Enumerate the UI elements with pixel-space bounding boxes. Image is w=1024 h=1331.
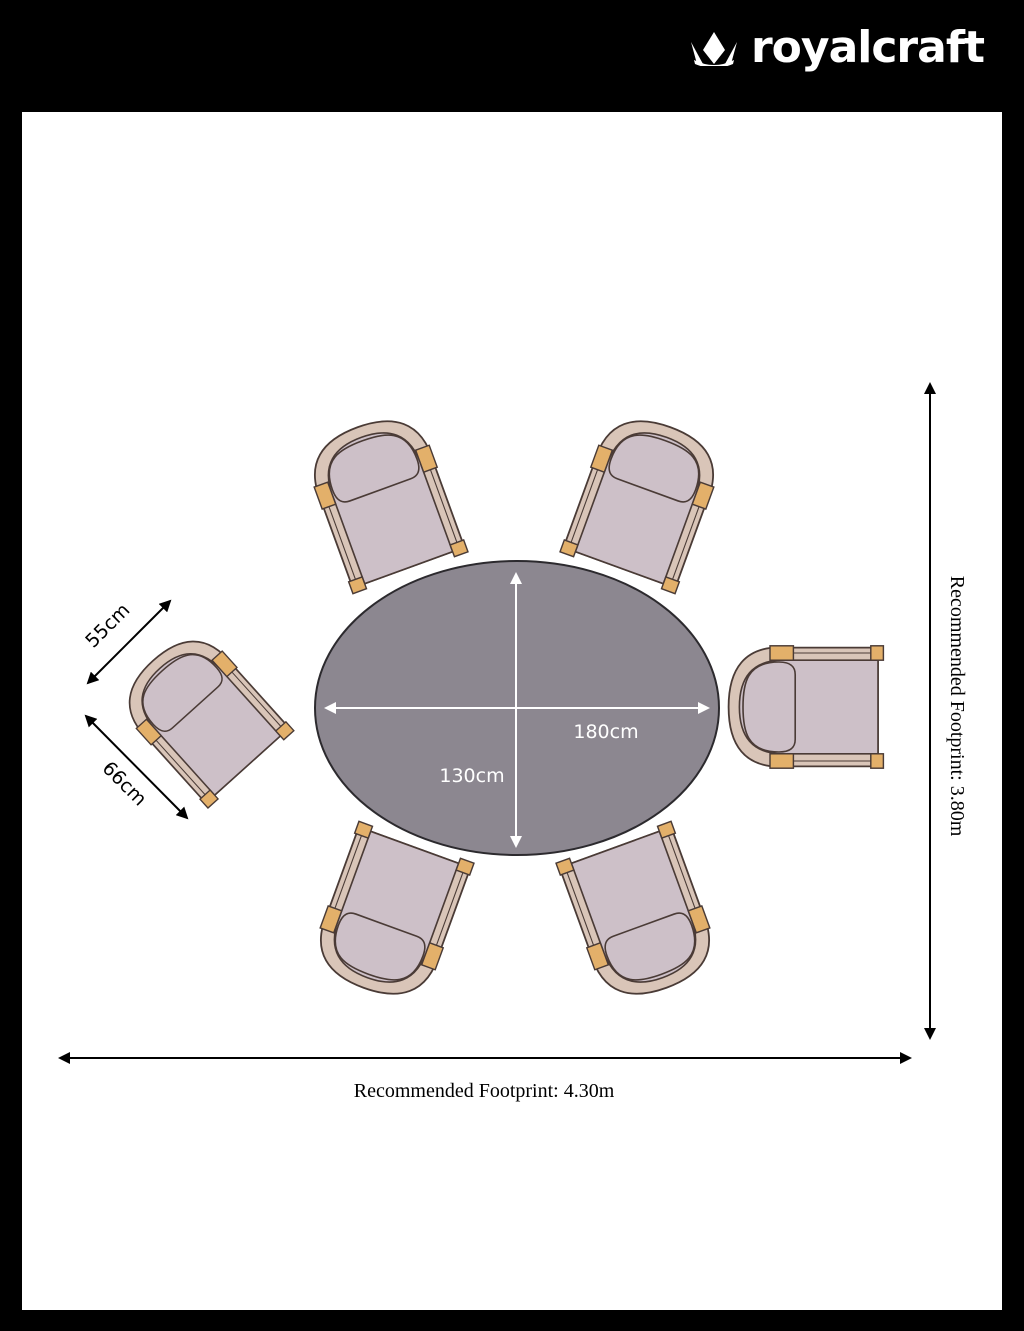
table-length-label: 180cm — [573, 721, 638, 743]
chair-top-right — [559, 405, 729, 595]
chair-bottom-right — [555, 820, 725, 1010]
crown-icon — [689, 30, 739, 66]
footprint-width-label: Recommended Footprint: 4.30m — [354, 1080, 615, 1102]
chair-right — [727, 644, 885, 770]
chair-top-left — [299, 405, 469, 595]
chair-depth-label: 66cm — [98, 757, 151, 810]
table-width-label: 130cm — [439, 765, 504, 787]
chair-bottom-left — [305, 820, 475, 1010]
brand-logo: royalcraft — [689, 22, 985, 73]
chair-depth-arrow — [84, 714, 189, 820]
diagram-canvas: 180cm 130cm 55cm 66cm Recommended Footpr… — [22, 112, 1002, 1310]
chair-width-arrow — [86, 599, 172, 685]
header-bar: royalcraft — [0, 0, 1024, 112]
brand-name: royalcraft — [750, 22, 985, 73]
chair-left — [109, 621, 295, 809]
layout-diagram: 180cm 130cm 55cm 66cm Recommended Footpr… — [58, 382, 968, 1102]
footprint-depth-label: Recommended Footprint: 3.80m — [946, 576, 968, 837]
